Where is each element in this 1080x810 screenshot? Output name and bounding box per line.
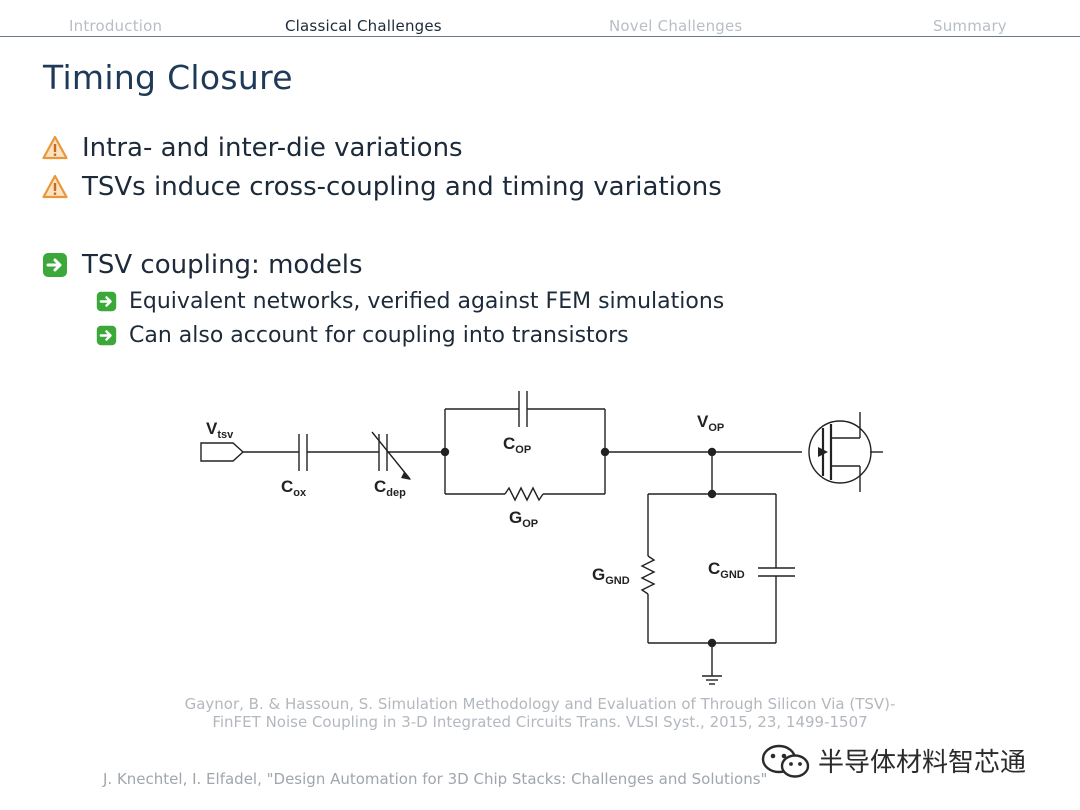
warning-icon (42, 135, 68, 160)
page-title: Timing Closure (43, 58, 293, 97)
nav-item-summary[interactable]: Summary (933, 17, 1007, 35)
watermark-text: 半导体材料智芯通 (818, 748, 1027, 778)
label-c-ox: Cox (281, 477, 307, 499)
footer-reference: J. Knechtel, I. Elfadel, "Design Automat… (103, 770, 768, 788)
nav-item-classical-challenges[interactable]: Classical Challenges (285, 17, 442, 35)
arrow-bullet-main-text: TSV coupling: models (82, 250, 363, 280)
input-port-shape (200, 442, 245, 462)
arrow-right-icon (96, 325, 117, 346)
label-c-dep: Cdep (374, 477, 406, 499)
arrow-bullet-sub-1-text: Equivalent networks, verified against FE… (129, 289, 725, 314)
warning-icon (42, 174, 68, 199)
arrow-bullet-sub-2: Can also account for coupling into trans… (96, 323, 629, 348)
citation-line-1: Gaynor, B. & Hassoun, S. Simulation Meth… (184, 695, 896, 713)
label-v-op: VOP (697, 412, 724, 434)
tsv-coupling-circuit-diagram: Vtsv Cox Cdep COP GOP VOP GGND CGND (200, 391, 883, 685)
label-c-op: COP (503, 434, 531, 456)
citation-line-2: FinFET Noise Coupling in 3-D Integrated … (212, 713, 868, 731)
circuit-junctions (440, 447, 717, 648)
arrow-bullet-sub-2-text: Can also account for coupling into trans… (129, 323, 629, 348)
label-g-gnd: GGND (592, 565, 630, 587)
section-nav: Introduction Classical Challenges Novel … (0, 0, 1080, 37)
cdep-variable-arrow (371, 431, 411, 480)
label-c-gnd: CGND (708, 559, 745, 581)
ggnd-resistor (640, 555, 656, 595)
arrow-right-icon (96, 291, 117, 312)
label-g-op: GOP (509, 508, 538, 530)
watermark: 半导体材料智芯通 (760, 742, 1026, 779)
nav-item-introduction[interactable]: Introduction (69, 17, 163, 35)
gop-resistor (504, 486, 544, 502)
warning-bullet-1-text: Intra- and inter-die variations (82, 133, 463, 163)
arrow-right-icon (43, 253, 67, 277)
warning-bullet-1: Intra- and inter-die variations (42, 133, 463, 163)
arrow-bullet-main: TSV coupling: models (42, 250, 363, 280)
nav-item-novel-challenges[interactable]: Novel Challenges (609, 17, 743, 35)
arrow-bullet-sub-1: Equivalent networks, verified against FE… (96, 289, 724, 314)
transistor-gate-arrow (818, 447, 828, 457)
label-v-tsv: Vtsv (206, 419, 234, 441)
warning-bullet-2-text: TSVs induce cross-coupling and timing va… (82, 172, 722, 202)
warning-bullet-2: TSVs induce cross-coupling and timing va… (42, 172, 722, 202)
wechat-icon (761, 744, 810, 778)
